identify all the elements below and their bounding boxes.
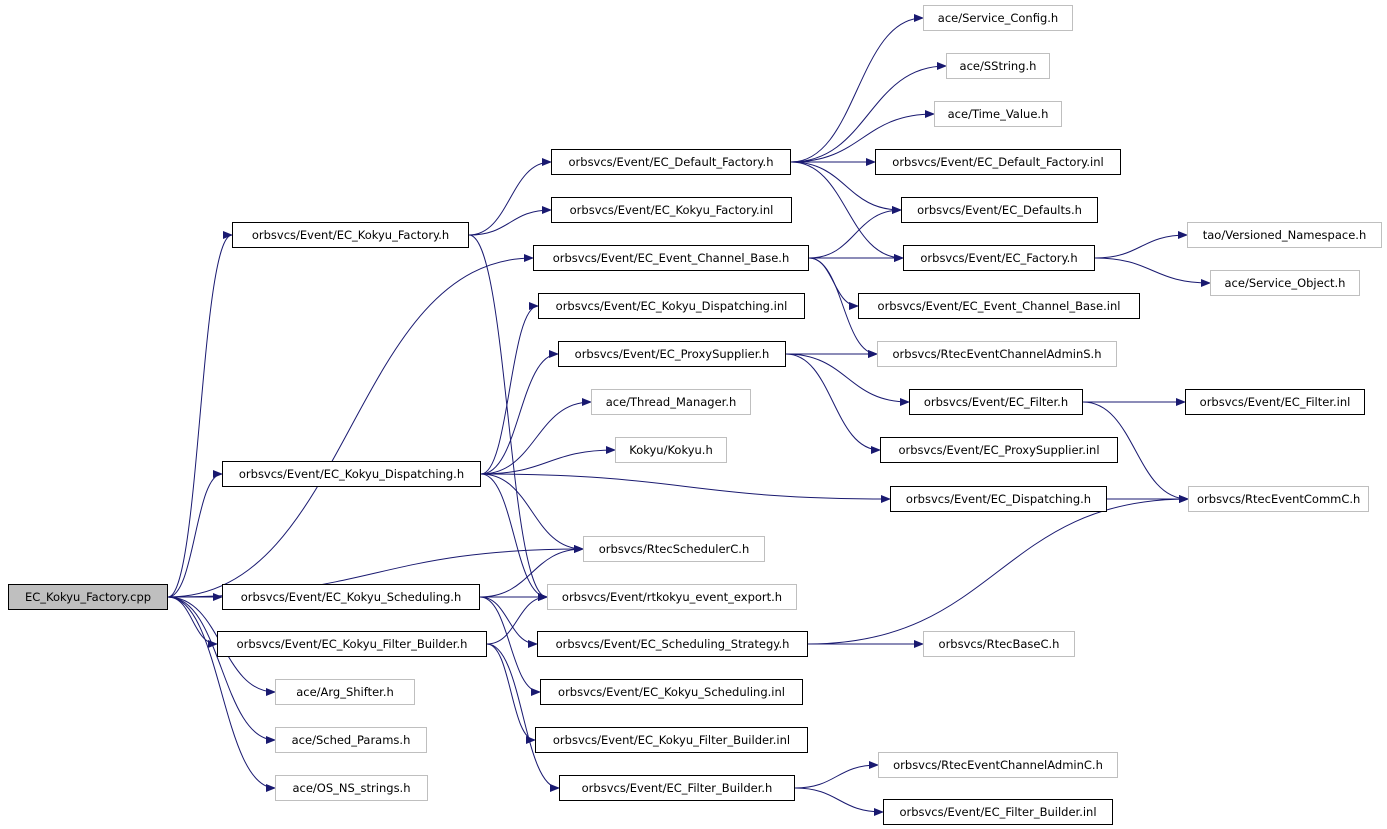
edge-ks_h-to-rsc bbox=[479, 545, 584, 598]
node-kokyu-filter-builder-inl[interactable]: orbsvcs/Event/EC_Kokyu_Filter_Builder.in… bbox=[535, 727, 808, 753]
node-service-config: ace/Service_Config.h bbox=[923, 5, 1073, 31]
edge-df_h-to-defs bbox=[790, 161, 902, 214]
edge-ecb_h-to-defs bbox=[808, 206, 902, 259]
node-sstring: ace/SString.h bbox=[946, 53, 1050, 79]
node-filter-inl[interactable]: orbsvcs/Event/EC_Filter.inl bbox=[1185, 389, 1365, 415]
edge-ps_h-to-ps_inl bbox=[785, 353, 881, 454]
edge-kd_h-to-disp_h bbox=[480, 473, 891, 503]
node-default-factory-inl[interactable]: orbsvcs/Event/EC_Default_Factory.inl bbox=[875, 149, 1121, 175]
node-dispatching-h[interactable]: orbsvcs/Event/EC_Dispatching.h bbox=[890, 486, 1107, 512]
node-rtec-event-comm-c: orbsvcs/RtecEventCommC.h bbox=[1188, 486, 1369, 512]
node-versioned-namespace: tao/Versioned_Namespace.h bbox=[1187, 222, 1382, 248]
edge-kfb_h-to-rtk bbox=[486, 593, 548, 645]
node-filter-builder-inl[interactable]: orbsvcs/Event/EC_Filter_Builder.inl bbox=[883, 799, 1113, 825]
node-rtec-event-channel-admin-c: orbsvcs/RtecEventChannelAdminC.h bbox=[878, 752, 1118, 778]
node-kokyu-factory-inl[interactable]: orbsvcs/Event/EC_Kokyu_Factory.inl bbox=[551, 197, 792, 223]
edge-kfb_h-to-kfb_inl bbox=[486, 643, 536, 744]
edge-ecb_h-to-recas bbox=[808, 257, 878, 358]
node-arg-shifter: ace/Arg_Shifter.h bbox=[275, 679, 415, 705]
node-defaults-h[interactable]: orbsvcs/Event/EC_Defaults.h bbox=[901, 197, 1098, 223]
node-filter-h[interactable]: orbsvcs/Event/EC_Filter.h bbox=[909, 389, 1083, 415]
edge-df_h-to-fac_h bbox=[790, 161, 904, 262]
node-factory-h[interactable]: orbsvcs/Event/EC_Factory.h bbox=[903, 245, 1095, 271]
edge-root-to-osns bbox=[167, 596, 276, 792]
edge-root-to-sched bbox=[167, 596, 276, 744]
edge-root-to-kf_h bbox=[167, 231, 233, 598]
edge-root-to-ecb_h bbox=[167, 254, 534, 598]
edge-fb_h-to-recac bbox=[794, 761, 879, 789]
node-os-ns-strings: ace/OS_NS_strings.h bbox=[275, 775, 428, 801]
edge-kd_h-to-ps_h bbox=[480, 350, 559, 475]
edge-ks_h-to-ss_h bbox=[479, 596, 538, 648]
edge-fb_h-to-fb_inl bbox=[794, 787, 884, 816]
edge-fac_h-to-svcobj bbox=[1094, 257, 1211, 287]
edge-kf_h-to-kf_inl bbox=[468, 206, 552, 236]
node-root[interactable]: EC_Kokyu_Factory.cpp bbox=[8, 584, 168, 610]
edge-root-to-kd_h bbox=[167, 470, 223, 598]
node-event-channel-base-h[interactable]: orbsvcs/Event/EC_Event_Channel_Base.h bbox=[533, 245, 809, 271]
node-event-channel-base-inl[interactable]: orbsvcs/Event/EC_Event_Channel_Base.inl bbox=[858, 293, 1140, 319]
node-rtkokyu-event-export: orbsvcs/Event/rtkokyu_event_export.h bbox=[547, 584, 797, 610]
edge-kfb_h-to-fb_h bbox=[486, 643, 560, 792]
node-kokyu-dispatching-h[interactable]: orbsvcs/Event/EC_Kokyu_Dispatching.h bbox=[222, 461, 481, 487]
edge-kd_h-to-rsc bbox=[480, 473, 584, 553]
edge-kf_h-to-df_h bbox=[468, 158, 552, 236]
edge-df_h-to-svccfg bbox=[790, 14, 924, 163]
node-proxy-supplier-inl[interactable]: orbsvcs/Event/EC_ProxySupplier.inl bbox=[880, 437, 1118, 463]
node-kokyu-filter-builder-h[interactable]: orbsvcs/Event/EC_Kokyu_Filter_Builder.h bbox=[217, 631, 487, 657]
edge-kd_h-to-rtk bbox=[480, 473, 548, 601]
node-rtec-base-c: orbsvcs/RtecBaseC.h bbox=[923, 631, 1075, 657]
node-time-value: ace/Time_Value.h bbox=[934, 101, 1062, 127]
edge-ss_h-to-recc bbox=[807, 495, 1189, 645]
node-service-object: ace/Service_Object.h bbox=[1210, 270, 1360, 296]
edge-root-to-kfb_h bbox=[167, 596, 218, 648]
node-proxy-supplier-h[interactable]: orbsvcs/Event/EC_ProxySupplier.h bbox=[558, 341, 786, 367]
node-default-factory-h[interactable]: orbsvcs/Event/EC_Default_Factory.h bbox=[551, 149, 791, 175]
edge-kd_h-to-kd_inl bbox=[480, 302, 539, 475]
node-thread-manager: ace/Thread_Manager.h bbox=[591, 389, 751, 415]
node-rtec-event-channel-admin-s: orbsvcs/RtecEventChannelAdminS.h bbox=[877, 341, 1117, 367]
edge-ks_h-to-ks_inl bbox=[479, 596, 541, 696]
node-kokyu: Kokyu/Kokyu.h bbox=[615, 437, 727, 463]
edge-ps_h-to-filt_h bbox=[785, 353, 910, 406]
node-scheduling-strategy-h[interactable]: orbsvcs/Event/EC_Scheduling_Strategy.h bbox=[537, 631, 808, 657]
edge-df_h-to-tv bbox=[790, 110, 935, 163]
node-filter-builder-h[interactable]: orbsvcs/Event/EC_Filter_Builder.h bbox=[559, 775, 795, 801]
node-kokyu-factory-h[interactable]: orbsvcs/Event/EC_Kokyu_Factory.h bbox=[232, 222, 469, 248]
node-rtec-scheduler-c: orbsvcs/RtecSchedulerC.h bbox=[583, 536, 765, 562]
edge-kd_h-to-thr bbox=[480, 398, 592, 475]
node-kokyu-scheduling-h[interactable]: orbsvcs/Event/EC_Kokyu_Scheduling.h bbox=[222, 584, 480, 610]
edge-kf_h-to-rtk bbox=[468, 234, 548, 601]
node-kokyu-dispatching-inl[interactable]: orbsvcs/Event/EC_Kokyu_Dispatching.inl bbox=[538, 293, 805, 319]
node-kokyu-scheduling-inl[interactable]: orbsvcs/Event/EC_Kokyu_Scheduling.inl bbox=[540, 679, 803, 705]
edge-df_h-to-sstr bbox=[790, 62, 947, 163]
edge-fac_h-to-tvns bbox=[1094, 231, 1188, 259]
node-sched-params: ace/Sched_Params.h bbox=[275, 727, 427, 753]
edge-kd_h-to-kokyu bbox=[480, 446, 616, 475]
edge-filt_h-to-recc bbox=[1082, 401, 1189, 503]
